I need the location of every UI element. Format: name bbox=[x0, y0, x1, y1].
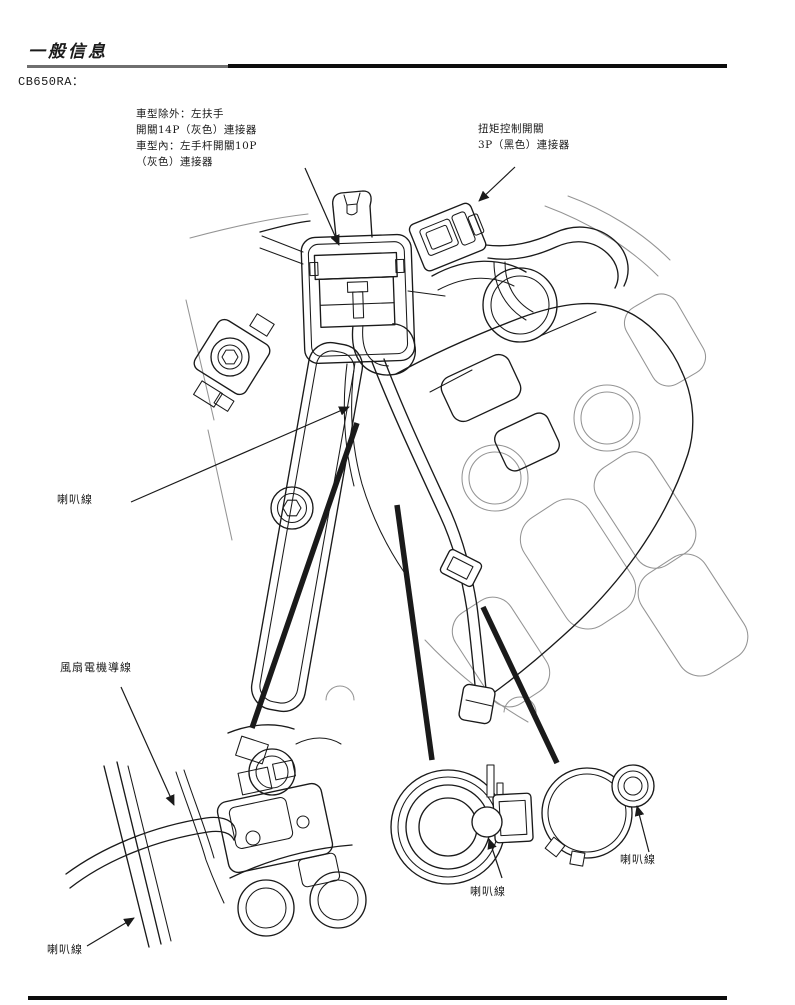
callout-torque-control: 扭矩控制開關 3P（黑色）連接器 bbox=[478, 121, 570, 153]
label-horn-wire-left: 喇叭線 bbox=[57, 493, 93, 506]
arrow-horn-wire-horn bbox=[487, 838, 503, 879]
arrow-horn-wire-inset bbox=[86, 917, 135, 947]
callout-line: （灰色）連接器 bbox=[136, 156, 213, 168]
section-title: 一般信息 bbox=[28, 42, 108, 62]
label-horn-wire-inset: 喇叭線 bbox=[47, 943, 83, 956]
wire-harness bbox=[343, 358, 496, 725]
callout-handlebar-switch: 車型除外：左扶手 開關14P（灰色）連接器 車型內：左手杆開關10P （灰色）連… bbox=[136, 106, 257, 170]
arrow-horn-wire-left bbox=[130, 406, 350, 503]
torque-control-connector bbox=[408, 202, 629, 321]
label-horn-wire-horn: 喇叭線 bbox=[470, 885, 506, 898]
header-rule-dark bbox=[228, 64, 727, 68]
arrow-torque-control bbox=[478, 166, 516, 202]
model-code: CB650RA： bbox=[18, 75, 85, 89]
callout-line: 扭矩控制開關 bbox=[478, 123, 544, 135]
detail-leader-lines bbox=[249, 422, 560, 765]
callout-arrows bbox=[86, 166, 650, 947]
callout-line: 開關14P（灰色）連接器 bbox=[136, 124, 257, 136]
frame-tube bbox=[193, 220, 364, 713]
label-fan-motor-lead: 風扇電機導線 bbox=[60, 661, 132, 674]
arrow-handlebar-switch bbox=[304, 167, 340, 246]
engine-head bbox=[395, 260, 694, 709]
footer-rule bbox=[28, 996, 727, 1000]
horn-detail bbox=[390, 764, 534, 885]
handlebar-switch-connector bbox=[300, 190, 446, 376]
callout-line: 車型內：左手杆開關10P bbox=[136, 140, 257, 152]
arrow-fan-motor-lead bbox=[120, 686, 175, 806]
label-horn-wire-clamp: 喇叭線 bbox=[620, 853, 656, 866]
inset-engine-view bbox=[65, 724, 367, 948]
callout-line: 車型除外：左扶手 bbox=[136, 108, 224, 120]
background-detail bbox=[185, 195, 749, 723]
callout-line: 3P（黑色）連接器 bbox=[478, 139, 570, 151]
arrow-horn-wire-clamp bbox=[634, 805, 650, 853]
clamp-detail bbox=[541, 764, 655, 867]
header-rule-light bbox=[27, 65, 228, 68]
